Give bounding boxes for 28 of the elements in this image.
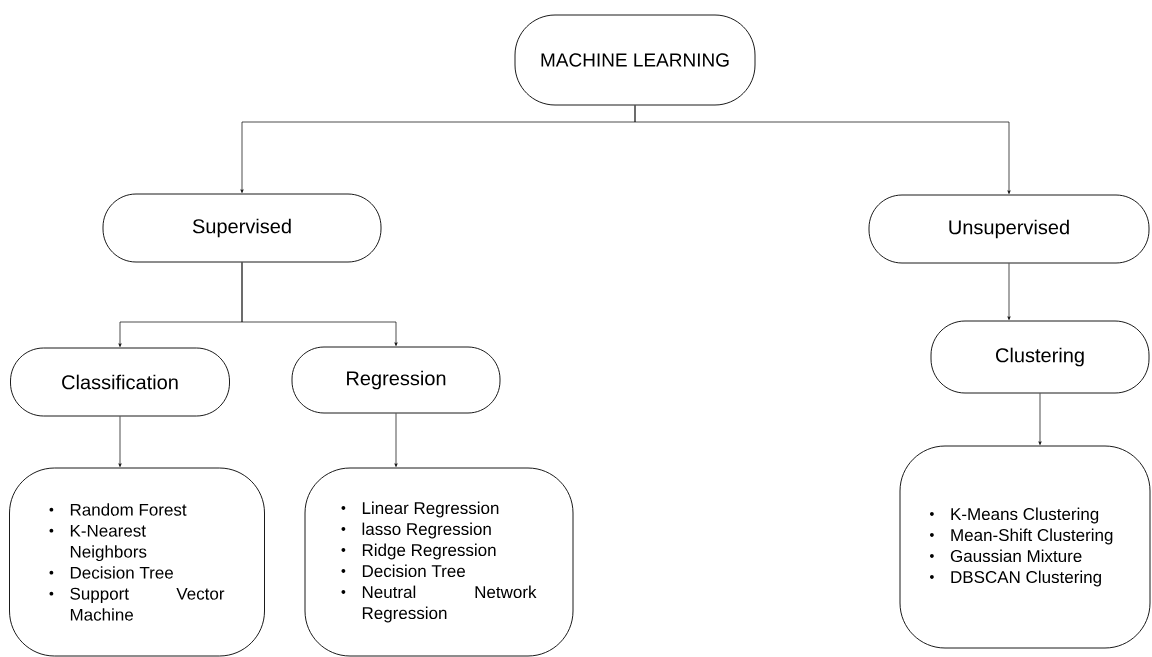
list-box <box>9 467 265 657</box>
arrow <box>1038 393 1042 445</box>
arrow <box>634 105 1011 194</box>
list-item: Neutral Network Regression <box>362 585 537 623</box>
list-item: DBSCAN Clustering <box>951 570 1101 587</box>
list-box <box>304 467 574 657</box>
list-item: Gaussian Mixture <box>950 549 1082 563</box>
list-item: Decision Tree <box>362 564 465 578</box>
arrow <box>1007 263 1011 320</box>
category-box: Unsupervised <box>868 194 1150 264</box>
list-item: K-Means Clustering <box>951 507 1099 524</box>
arrow <box>241 262 398 346</box>
list-item: K-Nearest Neighbors <box>70 524 147 562</box>
list-item: Linear Regression <box>362 501 499 518</box>
list-box <box>899 445 1151 649</box>
list-item: Mean-Shift Clustering <box>951 528 1113 545</box>
category-box: Clustering <box>930 320 1150 394</box>
list-item: Ridge Regression <box>362 543 496 560</box>
list-item: Random Forest <box>70 503 187 516</box>
category-box: Supervised <box>102 193 382 263</box>
list-item: Support Vector Machine <box>70 587 225 621</box>
category-box: Regression <box>291 346 501 414</box>
root-box: MACHINE LEARNING <box>514 14 756 106</box>
category-box: Classification <box>10 347 230 417</box>
list-item: lasso Regression <box>362 522 491 539</box>
arrow <box>394 413 398 467</box>
list-item: Decision Tree <box>70 566 173 579</box>
arrow <box>118 416 122 467</box>
